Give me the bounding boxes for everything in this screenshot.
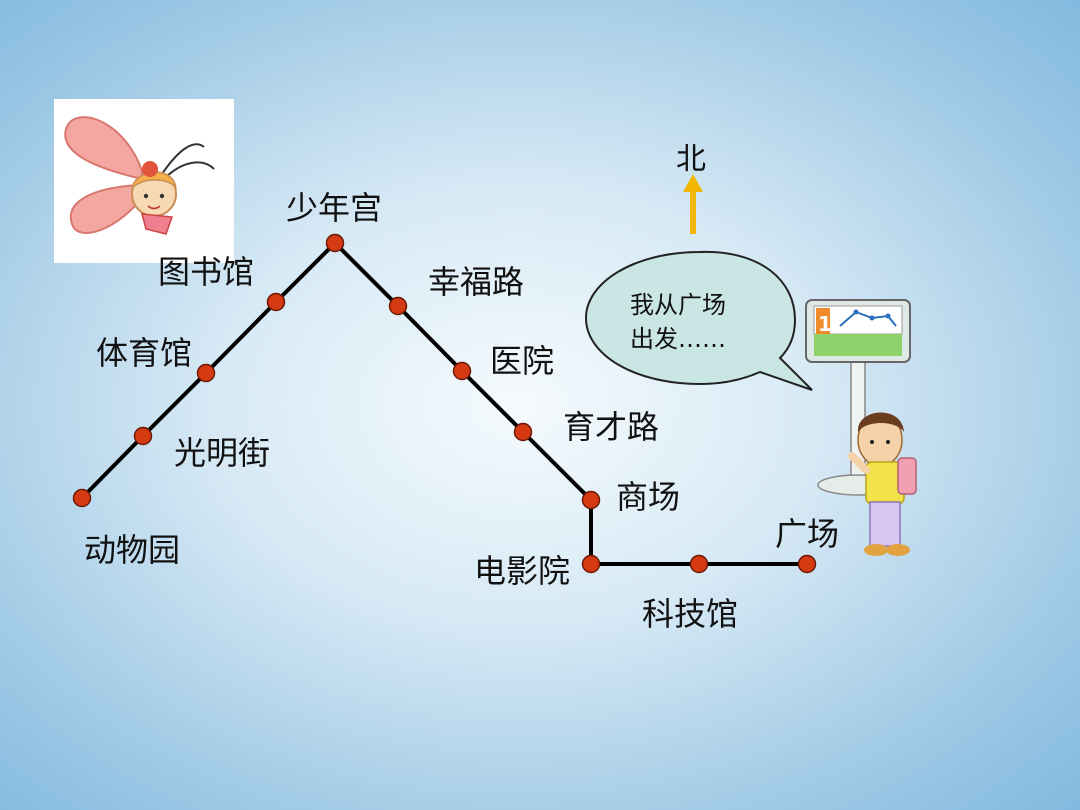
- stop-label: 电影院: [474, 552, 571, 590]
- stop-marker: [196, 363, 216, 383]
- stop-marker: [133, 426, 153, 446]
- stop-label: 医院: [490, 342, 555, 380]
- stop-label: 科技馆: [642, 595, 739, 633]
- speech-bubble: [584, 250, 813, 391]
- north-arrow-icon: [683, 174, 703, 234]
- stop-label: 图书馆: [158, 253, 255, 291]
- boy-figure-icon: [848, 412, 917, 556]
- stop-label: 广场: [775, 515, 840, 553]
- stop-label: 幸福路: [428, 263, 525, 301]
- stop-label: 光明街: [174, 434, 271, 472]
- stop-marker: [689, 554, 709, 574]
- stop-label: 体育馆: [96, 334, 193, 372]
- stop-label: 育才路: [563, 408, 660, 446]
- stop-marker: [797, 554, 817, 574]
- fairy-card: [54, 99, 234, 263]
- sign-number: 1: [818, 312, 832, 336]
- speech-bubble-text: 我从广场 出发……: [630, 288, 780, 356]
- speech-line-1: 我从广场: [630, 291, 726, 319]
- butterfly-fairy-icon: [64, 116, 215, 235]
- stop-marker: [325, 233, 345, 253]
- stop-marker: [452, 361, 472, 381]
- stop-marker: [513, 422, 533, 442]
- speech-line-2: 出发……: [630, 325, 726, 353]
- stop-marker: [581, 554, 601, 574]
- stop-marker: [266, 292, 286, 312]
- route-stops: [72, 233, 817, 574]
- route-line: [80, 240, 807, 566]
- north-label: 北: [676, 142, 706, 177]
- stop-marker: [581, 490, 601, 510]
- stop-label: 少年宫: [286, 189, 383, 227]
- stop-marker: [388, 296, 408, 316]
- stop-label: 商场: [616, 478, 681, 516]
- stop-marker: [72, 488, 92, 508]
- stop-label: 动物园: [84, 531, 181, 569]
